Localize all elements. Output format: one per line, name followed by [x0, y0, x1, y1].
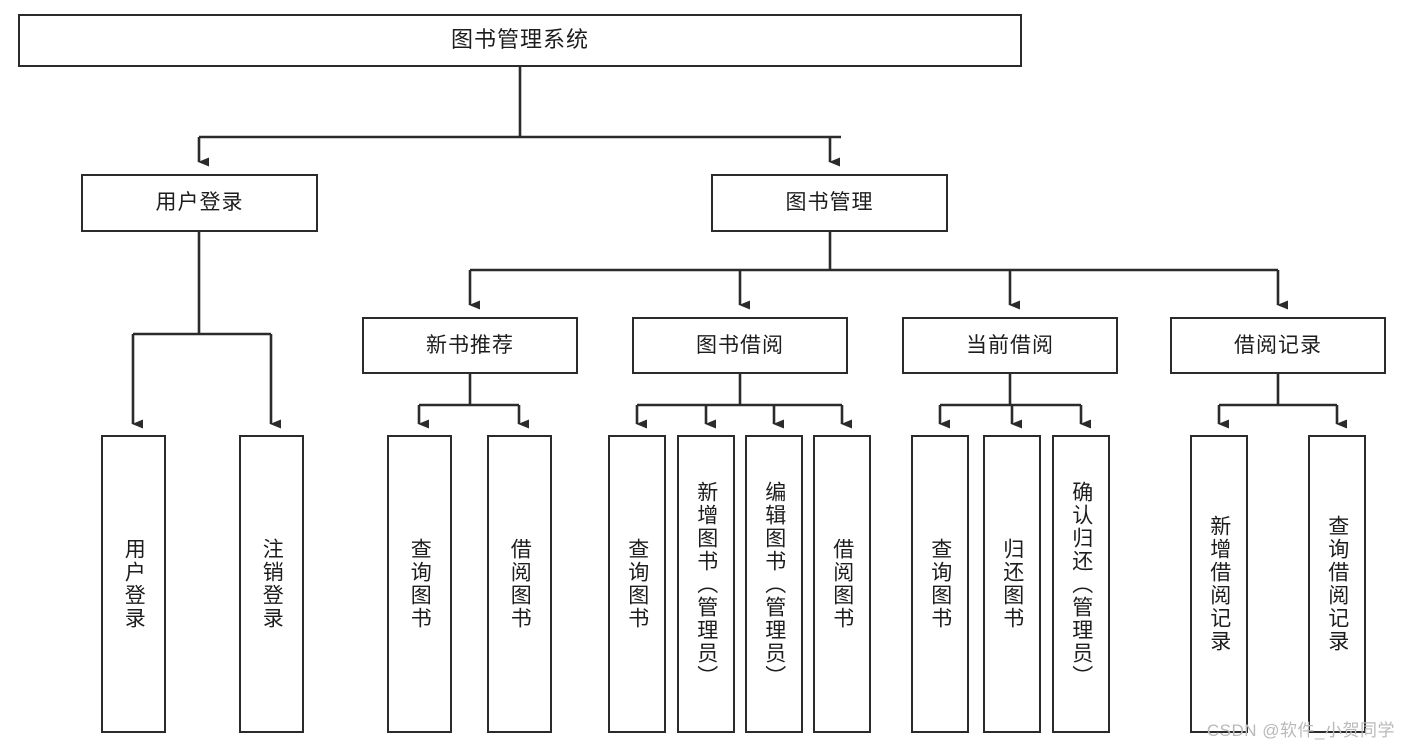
node-leaf-user-logout[interactable]: 注销登录 — [239, 435, 304, 733]
node-leaf-query-book-borrow[interactable]: 查询图书 — [608, 435, 666, 733]
node-borrow-record-label: 借阅记录 — [1234, 333, 1322, 357]
node-book-management-label: 图书管理 — [785, 191, 874, 215]
node-new-book-recommend[interactable]: 新书推荐 — [362, 317, 578, 374]
node-leaf-borrow-book-rec[interactable]: 借阅图书 — [487, 435, 552, 733]
node-leaf-query-book-current[interactable]: 查询图书 — [911, 435, 969, 733]
node-new-book-recommend-label: 新书推荐 — [426, 333, 514, 357]
node-leaf-add-borrow-record[interactable]: 新增借阅记录 — [1190, 435, 1248, 733]
node-leaf-borrow-book[interactable]: 借阅图书 — [813, 435, 871, 733]
node-leaf-confirm-return-admin[interactable]: 确认归还（管理员） — [1052, 435, 1110, 733]
node-leaf-user-login-label: 用户登录 — [122, 538, 146, 630]
node-leaf-query-book-rec-label: 查询图书 — [408, 538, 432, 630]
node-book-borrow-label: 图书借阅 — [696, 333, 784, 357]
node-leaf-query-book-current-label: 查询图书 — [928, 538, 952, 630]
node-leaf-query-borrow-record[interactable]: 查询借阅记录 — [1308, 435, 1366, 733]
node-leaf-add-book-admin-label: 新增图书（管理员） — [694, 480, 718, 688]
node-leaf-borrow-book-rec-label: 借阅图书 — [508, 538, 532, 630]
node-leaf-add-book-admin[interactable]: 新增图书（管理员） — [677, 435, 735, 733]
node-root[interactable]: 图书管理系统 — [18, 14, 1022, 67]
node-current-borrow-label: 当前借阅 — [966, 333, 1054, 357]
node-leaf-confirm-return-admin-label: 确认归还（管理员） — [1069, 480, 1093, 688]
node-root-label: 图书管理系统 — [450, 27, 589, 53]
node-leaf-edit-book-admin-label: 编辑图书（管理员） — [762, 480, 786, 688]
node-leaf-edit-book-admin[interactable]: 编辑图书（管理员） — [745, 435, 803, 733]
watermark: CSDN @软件_小贺同学 — [1206, 721, 1395, 740]
node-leaf-query-book-borrow-label: 查询图书 — [625, 538, 649, 630]
node-leaf-query-borrow-record-label: 查询借阅记录 — [1325, 515, 1349, 653]
node-leaf-add-borrow-record-label: 新增借阅记录 — [1207, 515, 1231, 653]
node-leaf-borrow-book-label: 借阅图书 — [830, 538, 854, 630]
node-user-login[interactable]: 用户登录 — [81, 174, 318, 232]
node-leaf-query-book-rec[interactable]: 查询图书 — [387, 435, 452, 733]
node-book-management[interactable]: 图书管理 — [711, 174, 948, 232]
node-leaf-return-book-label: 归还图书 — [1000, 538, 1024, 630]
node-current-borrow[interactable]: 当前借阅 — [902, 317, 1118, 374]
node-book-borrow[interactable]: 图书借阅 — [632, 317, 848, 374]
node-leaf-user-login[interactable]: 用户登录 — [101, 435, 166, 733]
node-user-login-label: 用户登录 — [155, 191, 244, 215]
node-borrow-record[interactable]: 借阅记录 — [1170, 317, 1386, 374]
node-leaf-return-book[interactable]: 归还图书 — [983, 435, 1041, 733]
node-leaf-user-logout-label: 注销登录 — [260, 538, 284, 630]
